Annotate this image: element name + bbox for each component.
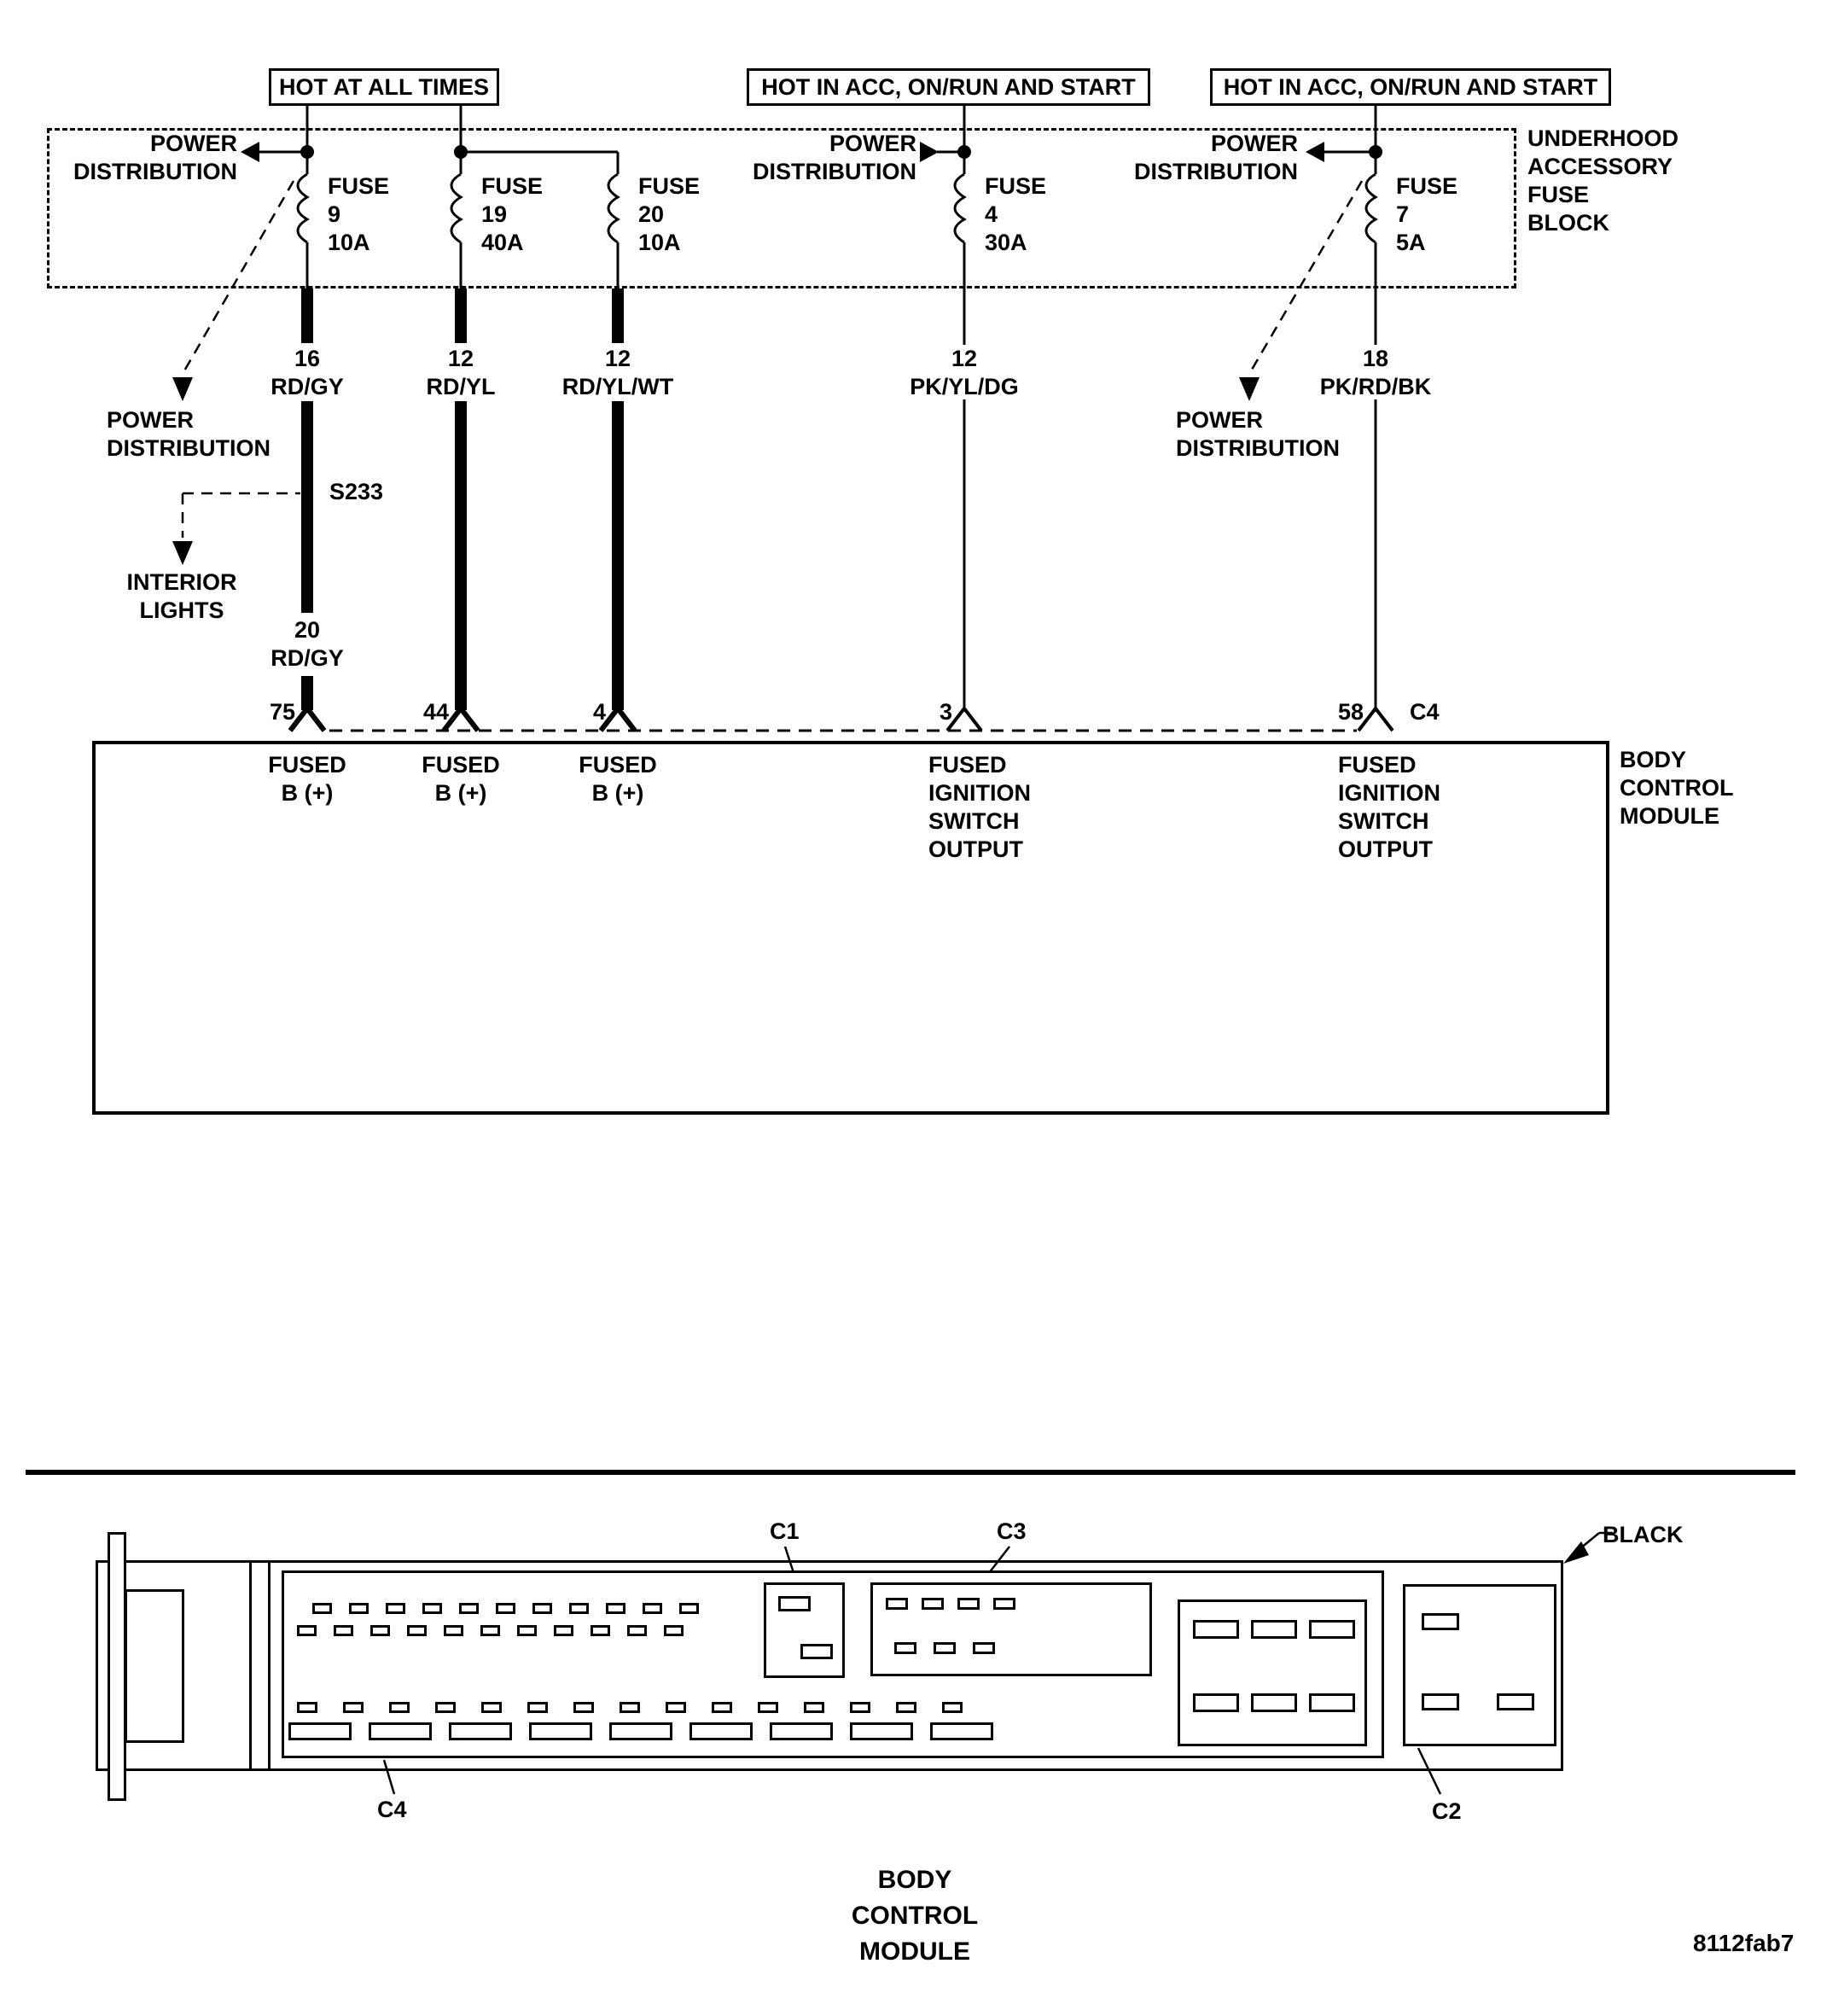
hot-in-acc-box-2: HOT IN ACC, ON/RUN AND START (1210, 68, 1611, 106)
c4-lower-slot-row-large (288, 1722, 993, 1740)
mid-slot-row-1 (1193, 1620, 1355, 1639)
connector-c4-ref: C4 (1410, 699, 1440, 725)
c4-label: C4 (377, 1797, 407, 1822)
fuse-4-symbol (953, 172, 967, 244)
hot-in-acc-box-1: HOT IN ACC, ON/RUN AND START (747, 68, 1150, 106)
c1-slot-2 (800, 1644, 833, 1659)
black-label: BLACK (1603, 1522, 1684, 1547)
c1-label: C1 (770, 1518, 800, 1544)
c2-connector-box (1403, 1584, 1556, 1746)
c4-upper-slot-row-1 (312, 1603, 699, 1614)
hot-in-acc-label-2: HOT IN ACC, ON/RUN AND START (1223, 73, 1598, 100)
bcm-box (92, 741, 1609, 1115)
arrow-down-interior (172, 541, 193, 565)
pin-3: 3 (939, 699, 952, 725)
c3-label: C3 (997, 1518, 1027, 1544)
fuse-20-symbol (607, 172, 620, 244)
arrow-left-pd1 (241, 142, 259, 162)
connector-caption: BODY CONTROL MODULE (851, 1866, 979, 1966)
hot-at-all-times-box: HOT AT ALL TIMES (269, 68, 499, 106)
bracket-divider-1 (249, 1562, 252, 1769)
fuse-9-symbol (296, 172, 310, 244)
c3-slot-row-1 (886, 1598, 1015, 1610)
c4-lower-slot-row-small (297, 1702, 963, 1713)
section-divider (26, 1470, 1795, 1475)
pin-58: 58 (1337, 699, 1364, 725)
mounting-tab (108, 1532, 126, 1801)
fuse-19-symbol (450, 172, 463, 244)
c2-slot-3 (1497, 1693, 1534, 1710)
hot-at-all-times-label: HOT AT ALL TIMES (279, 73, 489, 100)
pin-44: 44 (422, 699, 449, 725)
c3-connector-box (870, 1582, 1152, 1676)
pin-75: 75 (269, 699, 295, 725)
c2-label: C2 (1432, 1798, 1462, 1824)
fuse-7-symbol (1364, 172, 1378, 244)
pin-4: 4 (592, 699, 606, 725)
fuse-block-label: UNDERHOOD ACCESSORY FUSE BLOCK (1527, 125, 1679, 236)
mid-slot-row-2 (1193, 1693, 1355, 1712)
arrow-down-pd5 (1239, 377, 1260, 401)
bracket-divider-2 (268, 1562, 271, 1769)
arrow-left-pd3 (1306, 142, 1324, 162)
bracket-notch (125, 1589, 184, 1743)
arrow-down-pd4 (172, 377, 193, 401)
hot-in-acc-label-1: HOT IN ACC, ON/RUN AND START (761, 73, 1136, 100)
splice-label: S233 (329, 479, 384, 504)
c4-upper-slot-row-2 (297, 1625, 684, 1636)
c1-slot-1 (778, 1596, 811, 1611)
c3-slot-row-2 (894, 1642, 995, 1654)
arrow-right-pd2 (920, 142, 939, 162)
c2-slot-1 (1422, 1613, 1459, 1630)
c2-slot-2 (1422, 1693, 1459, 1710)
underhood-fuse-block-box (47, 128, 1516, 288)
figure-id: 8112fab7 (1693, 1930, 1795, 1956)
